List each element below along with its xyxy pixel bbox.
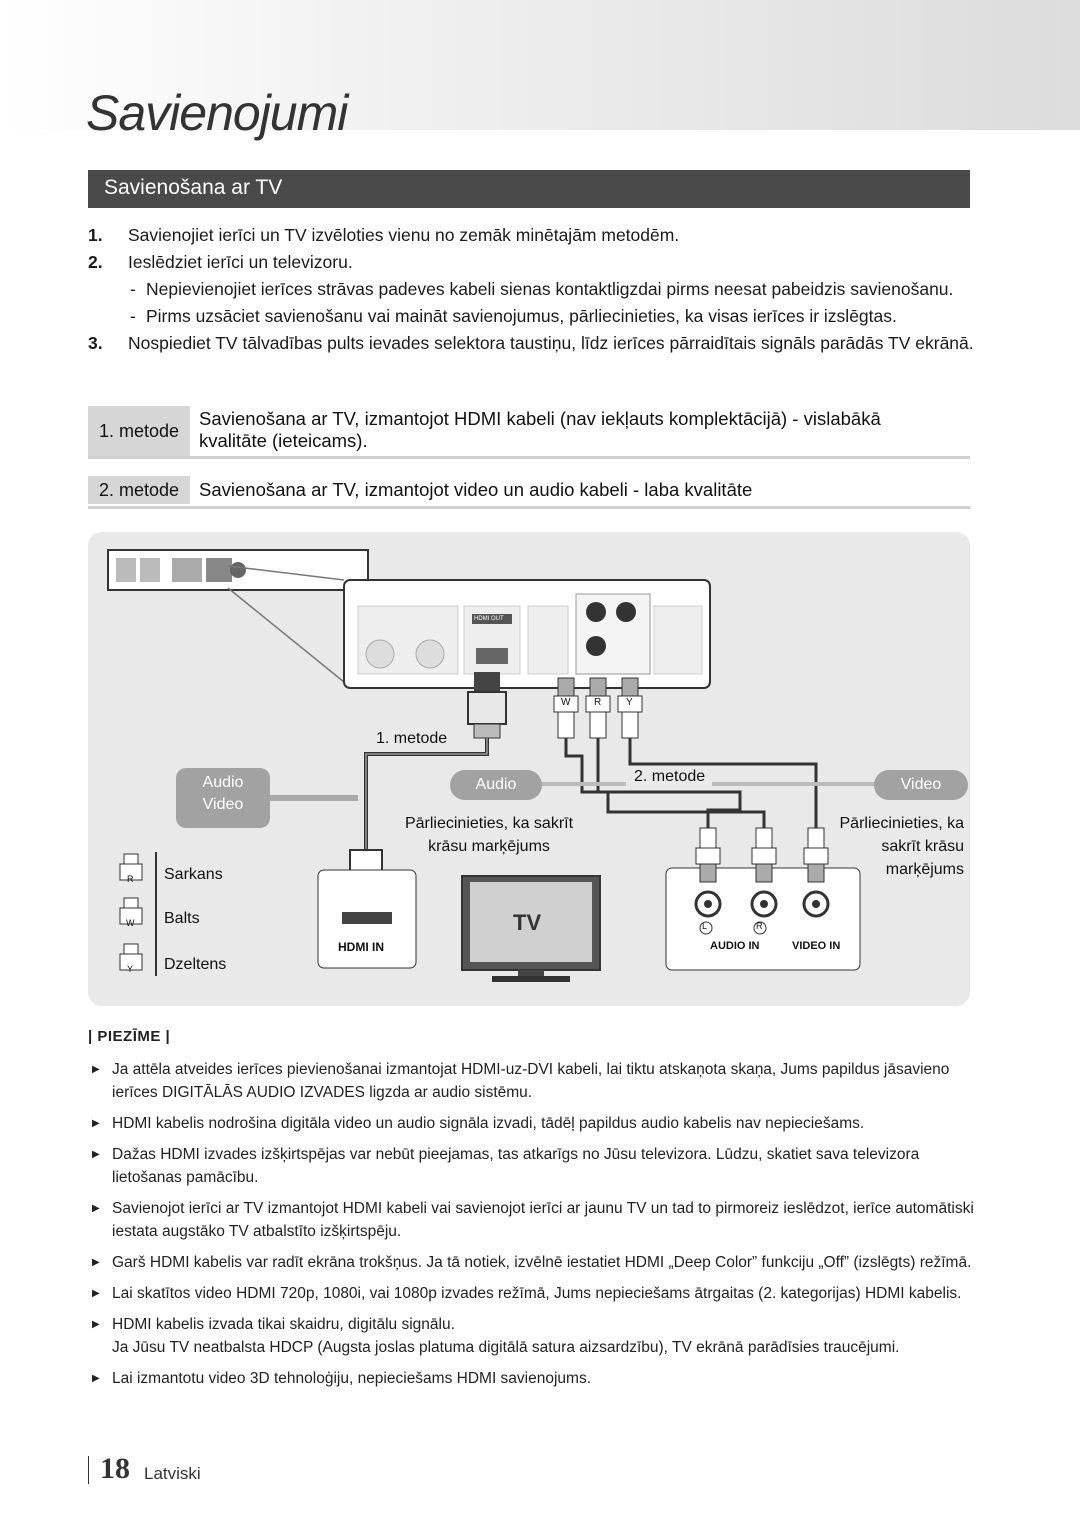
video-in-label: VIDEO IN — [792, 940, 841, 952]
plug-r-label: R — [594, 697, 602, 708]
video-pill: Video — [874, 770, 968, 800]
match-note-left: Pārliecinieties, ka sakrīt krāsu marķēju… — [404, 815, 574, 855]
method-1-label: 1. metode — [376, 730, 448, 747]
color-white: Balts — [164, 910, 200, 927]
step-2-sub-2: -Pirms uzsāciet savienošanu vai maināt s… — [130, 306, 897, 326]
step-2: 2.Ieslēdziet ierīci un televizoru. — [88, 252, 353, 272]
page-number: 18 — [100, 1452, 130, 1485]
legend-plugs — [119, 852, 157, 976]
method-1-title: Savienošana ar TV, izmantojot HDMI kabel… — [199, 408, 881, 451]
jack-l-label: L — [702, 921, 708, 931]
note-item-continuation: Ja Jūsu TV neatbalsta HDCP (Augsta josla… — [112, 1339, 900, 1356]
steps-list: 1.Savienojiet ierīci un TV izvēloties vi… — [88, 222, 1028, 357]
note-heading: | PIEZĪME | — [88, 1028, 171, 1045]
rca-plugs-device — [553, 677, 643, 739]
step-2-sub-1: -Nepievienojiet ierīces strāvas padeves … — [130, 279, 954, 299]
hdmi-plug-device — [467, 672, 507, 739]
legend-audio-video-pill: Audio Video — [176, 768, 270, 828]
section-title: Savienošana ar TV — [104, 176, 283, 199]
chapter-title: Savienojumi — [86, 85, 348, 141]
device-unit — [107, 549, 369, 591]
note-item: ▶Dažas HDMI izvades izšķirtspējas var ne… — [92, 1146, 920, 1186]
color-red: Sarkans — [164, 866, 223, 883]
audio-in-label: AUDIO IN — [710, 940, 760, 952]
hdmi-out-label: HDMI OUT — [474, 616, 504, 622]
hdmi-in-label: HDMI IN — [338, 940, 384, 954]
match-note-right: Pārliecinieties, ka sakrīt krāsu marķēju… — [839, 815, 965, 878]
connection-diagram: Audio Video Audio Video 1. metode 2. met… — [88, 532, 970, 1006]
step-3: 3.Nospiediet TV tālvadības pults ievades… — [88, 333, 974, 353]
header-band — [0, 0, 1080, 130]
tv-label: TV — [513, 910, 542, 935]
note-item: ▶Garš HDMI kabelis var radīt ekrāna trok… — [92, 1254, 972, 1271]
notes-list: ▶Ja attēla atveides ierīces pievienošana… — [92, 1058, 982, 1398]
audio-pill: Audio — [450, 770, 542, 800]
color-w-letter: W — [126, 918, 135, 928]
color-y-letter: Y — [127, 964, 134, 974]
legend-audio: Audio — [202, 774, 244, 791]
footer-language: Latviski — [144, 1464, 201, 1483]
diagram-graphics — [107, 549, 876, 982]
section-bar: Savienošana ar TV — [88, 170, 970, 208]
color-r-letter: R — [127, 874, 134, 884]
note-item: ▶HDMI kabelis izvada tikai skaidru, digi… — [92, 1316, 455, 1333]
note-item: ▶HDMI kabelis nodrošina digitāla video u… — [92, 1115, 865, 1132]
method-2-label: 2. metode — [634, 768, 706, 785]
method-1-row: 1. metode Savienošana ar TV, izmantojot … — [88, 406, 970, 459]
tv-jacks — [694, 890, 830, 935]
rca-plugs-tv — [695, 827, 829, 883]
method-2-tag: 2. metode — [88, 476, 190, 504]
method-1-tag: 1. metode — [88, 406, 190, 456]
note-item: ▶Lai skatītos video HDMI 720p, 1080i, va… — [92, 1285, 962, 1302]
method-2-row: 2. metode Savienošana ar TV, izmantojot … — [88, 476, 970, 509]
jack-r-label: R — [756, 921, 763, 931]
legend-video: Video — [202, 796, 244, 813]
note-item: ▶Lai izmantotu video 3D tehnoloģiju, nep… — [92, 1370, 592, 1387]
footer-divider — [88, 1456, 89, 1484]
step-1: 1.Savienojiet ierīci un TV izvēloties vi… — [88, 225, 680, 245]
tv-set — [461, 875, 601, 982]
plug-w-label: W — [561, 697, 571, 708]
note-item: ▶Ja attēla atveides ierīces pievienošana… — [92, 1061, 950, 1101]
note-item: ▶Savienojot ierīci ar TV izmantojot HDMI… — [92, 1200, 974, 1240]
rear-panel — [343, 579, 711, 689]
plug-y-label: Y — [626, 697, 633, 708]
color-yellow: Dzeltens — [164, 956, 227, 973]
method-2-title: Savienošana ar TV, izmantojot video un a… — [199, 479, 753, 500]
